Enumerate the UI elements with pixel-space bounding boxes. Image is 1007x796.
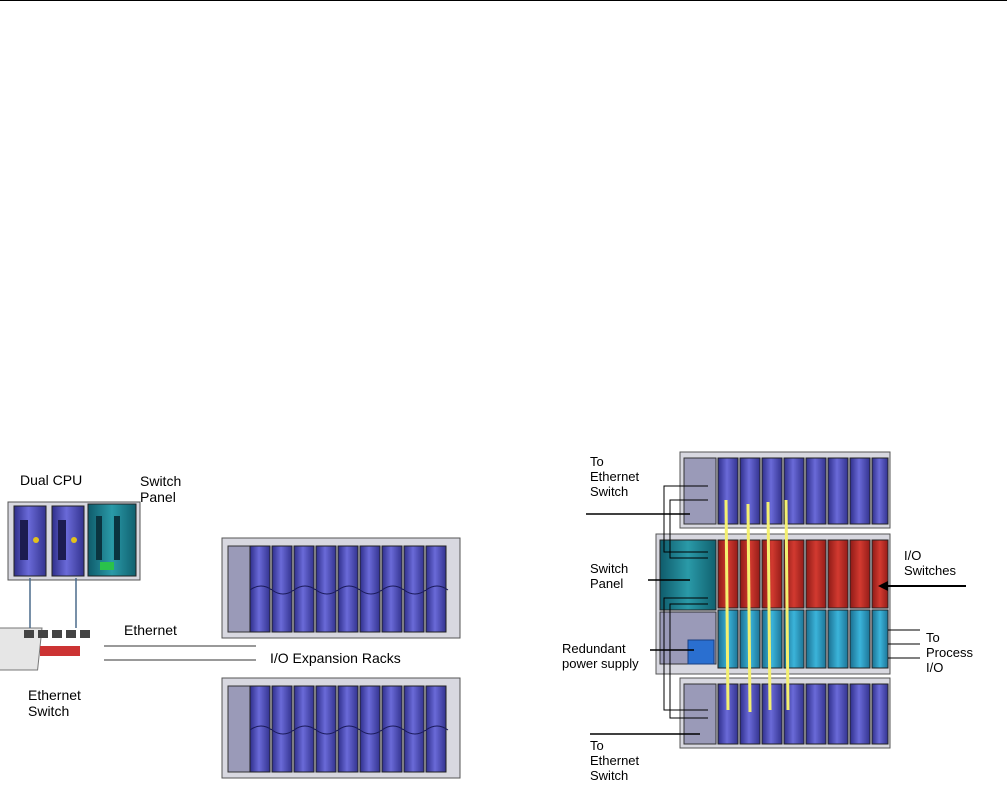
io-switches-label: I/O Switches [904,548,957,578]
to-process-io-label: To Process I/O [926,630,973,675]
io-expansion-rack-bottom [221,677,461,779]
switch-panel-label-right: Switch Panel [590,561,629,591]
switch-panel-label-left: Switch Panel [140,473,182,505]
io-expansion-racks-label: I/O Expansion Racks [270,650,401,666]
top-rule [0,0,1007,1]
ethernet-switch-device [0,627,90,671]
dual-cpu-label: Dual CPU [20,472,83,488]
to-ethernet-switch-top-label: To Ethernet Switch [590,454,640,499]
to-ethernet-switch-bottom-label: To Ethernet Switch [590,738,640,783]
redundant-rack-bottom [679,677,891,749]
ethernet-label: Ethernet [124,622,177,638]
redundant-power-supply-label: Redundant power supply [562,641,639,671]
io-switches-arrow [878,581,888,591]
black-wiring [663,485,708,719]
redundant-rack-middle [655,533,891,675]
ethernet-switch-label: Ethernet Switch [28,687,81,719]
redundant-rack-top [679,451,891,529]
yellow-interconnect-cables [724,499,790,713]
io-expansion-rack-top [221,537,461,639]
dual-cpu-rack [7,501,141,581]
